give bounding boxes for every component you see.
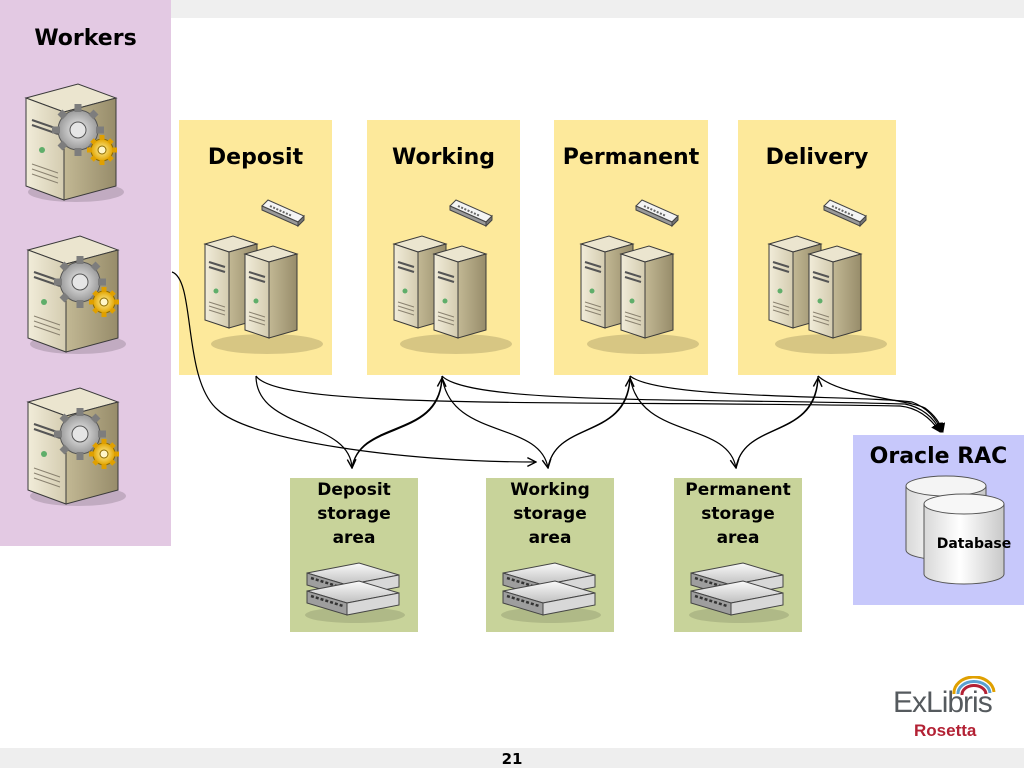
- storage-working-line3: area: [528, 528, 572, 548]
- bottom-bar: [0, 748, 1024, 768]
- storage-permanent-line2: storage: [701, 504, 775, 524]
- worker-server-icon: [26, 84, 124, 202]
- exlibris-logo: ExLibris: [893, 686, 993, 719]
- server-pair-icon: [394, 236, 512, 354]
- database-label: Database: [936, 536, 1012, 552]
- stage-delivery-title: Delivery: [765, 145, 869, 170]
- storage-deposit-line1: Deposit: [317, 480, 391, 500]
- stage-working-title: Working: [391, 145, 496, 170]
- storage-working-line2: storage: [513, 504, 587, 524]
- stage-permanent-title: Permanent: [562, 145, 700, 170]
- storage-permanent-line1: Permanent: [685, 480, 791, 500]
- server-pair-icon: [581, 236, 699, 354]
- storage-rack-icon: [501, 563, 601, 623]
- worker-server-icon: [28, 236, 126, 354]
- workers-title: Workers: [34, 26, 137, 51]
- network-switch-icon: [635, 199, 679, 227]
- storage-permanent-label: Permanent storage area: [674, 478, 802, 550]
- network-switch-icon: [449, 199, 493, 227]
- top-bar: [0, 0, 1024, 18]
- network-switch-icon: [823, 199, 867, 227]
- rosetta-logo: Rosetta: [914, 721, 977, 740]
- storage-rack-icon: [305, 563, 405, 623]
- database-icon: [905, 475, 1005, 585]
- logo-arc-icon: [952, 676, 996, 696]
- storage-deposit-line2: storage: [317, 504, 391, 524]
- server-pair-icon: [205, 236, 323, 354]
- oracle-rac-title: Oracle RAC: [869, 444, 1008, 469]
- worker-server-icon: [28, 388, 126, 506]
- network-switch-icon: [261, 199, 305, 227]
- storage-working-label: Working storage area: [486, 478, 614, 550]
- stage-deposit-title: Deposit: [207, 145, 304, 170]
- storage-deposit-line3: area: [332, 528, 376, 548]
- server-pair-icon: [769, 236, 887, 354]
- storage-rack-icon: [689, 563, 789, 623]
- connector-arrows: [171, 271, 946, 468]
- storage-deposit-label: Deposit storage area: [290, 478, 418, 550]
- page-number: 21: [501, 750, 523, 768]
- storage-working-line1: Working: [510, 480, 590, 500]
- storage-permanent-line3: area: [716, 528, 760, 548]
